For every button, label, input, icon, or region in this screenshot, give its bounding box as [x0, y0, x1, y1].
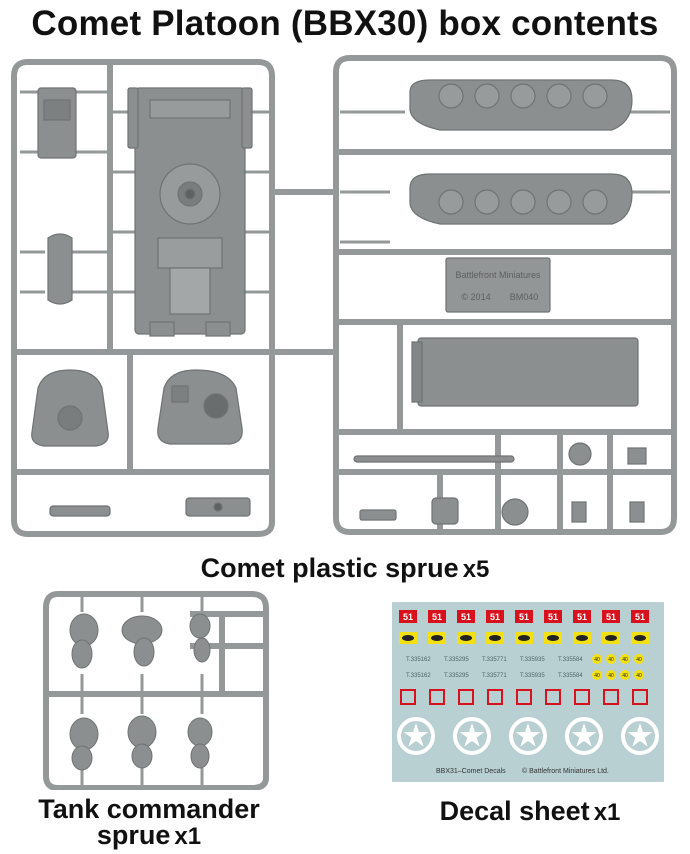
decal-allied-star: [459, 723, 485, 747]
decal-bull-shape: [402, 635, 414, 641]
decal-51-badge: [573, 610, 591, 623]
decal-51-badge: [544, 610, 562, 623]
decal-51-label: 51: [461, 612, 471, 622]
decal-red-square: [458, 689, 474, 705]
decal-bull-shape: [518, 635, 530, 641]
decal-51-label: 51: [606, 612, 616, 622]
main-sprue-multiplier: x5: [462, 556, 490, 583]
decal-small-number: 40: [594, 657, 600, 663]
decal-51-label: 51: [519, 612, 529, 622]
decal-red-square: [632, 689, 648, 705]
decal-red-square: [574, 689, 590, 705]
decal-51-badge: [399, 610, 417, 623]
comet-main-sprue-image: Battlefront Miniatures © 2014 BM040: [11, 55, 677, 537]
decal-red-square: [400, 689, 416, 705]
decal-serial-number: T.335295: [444, 673, 469, 679]
decal-bull-shape: [634, 635, 646, 641]
decal-51-badge: [457, 610, 475, 623]
decal-bull-shape: [576, 635, 588, 641]
decal-serial-number: T.335295: [444, 657, 469, 663]
decal-51-badge: [602, 610, 620, 623]
decal-small-number: 40: [636, 673, 642, 679]
sprue-molded-copyright: © 2014: [461, 292, 490, 302]
decal-51-label: 51: [432, 612, 442, 622]
decal-51-badge: [428, 610, 446, 623]
decal-51-badge: [631, 610, 649, 623]
decal-serial-number: T.335771: [482, 657, 507, 663]
decal-allied-star-circle: [509, 717, 547, 755]
decal-bull-shape: [431, 635, 443, 641]
decal-caption-text: Decal sheet: [439, 796, 590, 826]
decal-red-square: [429, 689, 445, 705]
main-sprue-caption-text: Comet plastic sprue: [200, 553, 459, 583]
page-title: Comet Platoon (BBX30) box contents: [31, 4, 659, 43]
decal-serial-number: T.335584: [558, 657, 583, 663]
decal-small-number-disc: [620, 670, 630, 680]
decal-small-number-disc: [606, 654, 616, 664]
decal-51-label: 51: [548, 612, 558, 622]
decal-bull-shape: [489, 635, 501, 641]
decal-small-number-disc: [592, 670, 602, 680]
decal-red-square: [545, 689, 561, 705]
decal-red-square: [516, 689, 532, 705]
decal-red-square: [487, 689, 503, 705]
decal-allied-star: [571, 723, 597, 747]
decal-footer-left: BBX31–Comet Decals: [436, 768, 506, 775]
decal-serial-number: T.335584: [558, 673, 583, 679]
decal-small-number-disc: [634, 670, 644, 680]
decal-51-badge: [515, 610, 533, 623]
decal-small-number-disc: [634, 654, 644, 664]
commander-caption-line1: Tank commander: [38, 794, 260, 824]
commander-sprue-multiplier: x1: [174, 823, 202, 850]
decal-bull-shape: [460, 635, 472, 641]
commander-caption-line2: sprue: [96, 820, 171, 850]
sprue-molded-brand: Battlefront Miniatures: [455, 270, 541, 280]
decal-small-number: 40: [594, 673, 600, 679]
decal-serial-number: T.335771: [482, 673, 507, 679]
decal-allied-star-circle: [453, 717, 491, 755]
tank-commander-sprue-image: [43, 591, 269, 790]
decal-sheet-multiplier: x1: [593, 799, 621, 826]
decal-small-number-disc: [592, 654, 602, 664]
decal-allied-star: [403, 723, 429, 747]
sprue-molded-code: BM040: [510, 292, 539, 302]
decal-serial-number: T.335162: [406, 673, 431, 679]
decal-allied-star-circle: [621, 717, 659, 755]
decal-allied-star: [515, 723, 541, 747]
decal-allied-star: [627, 723, 653, 747]
decal-allied-star-circle: [565, 717, 603, 755]
decal-bull-shape: [547, 635, 559, 641]
decal-serial-number: T.335162: [406, 657, 431, 663]
decal-small-number: 40: [622, 673, 628, 679]
decal-red-square: [603, 689, 619, 705]
decal-51-badge: [486, 610, 504, 623]
decal-small-number-disc: [620, 654, 630, 664]
decal-serial-number: T.335935: [520, 673, 545, 679]
decal-footer-right: © Battlefront Miniatures Ltd.: [522, 767, 609, 775]
decal-small-number: 40: [608, 673, 614, 679]
decal-bull-shape: [605, 635, 617, 641]
decal-51-label: 51: [635, 612, 645, 622]
decal-51-label: 51: [403, 612, 413, 622]
decal-serial-number: T.335935: [520, 657, 545, 663]
decal-small-number: 40: [636, 657, 642, 663]
decal-small-number-disc: [606, 670, 616, 680]
decal-allied-star-circle: [397, 717, 435, 755]
decal-51-label: 51: [577, 612, 587, 622]
decal-small-number: 40: [608, 657, 614, 663]
decal-small-number: 40: [622, 657, 628, 663]
decal-51-label: 51: [490, 612, 500, 622]
